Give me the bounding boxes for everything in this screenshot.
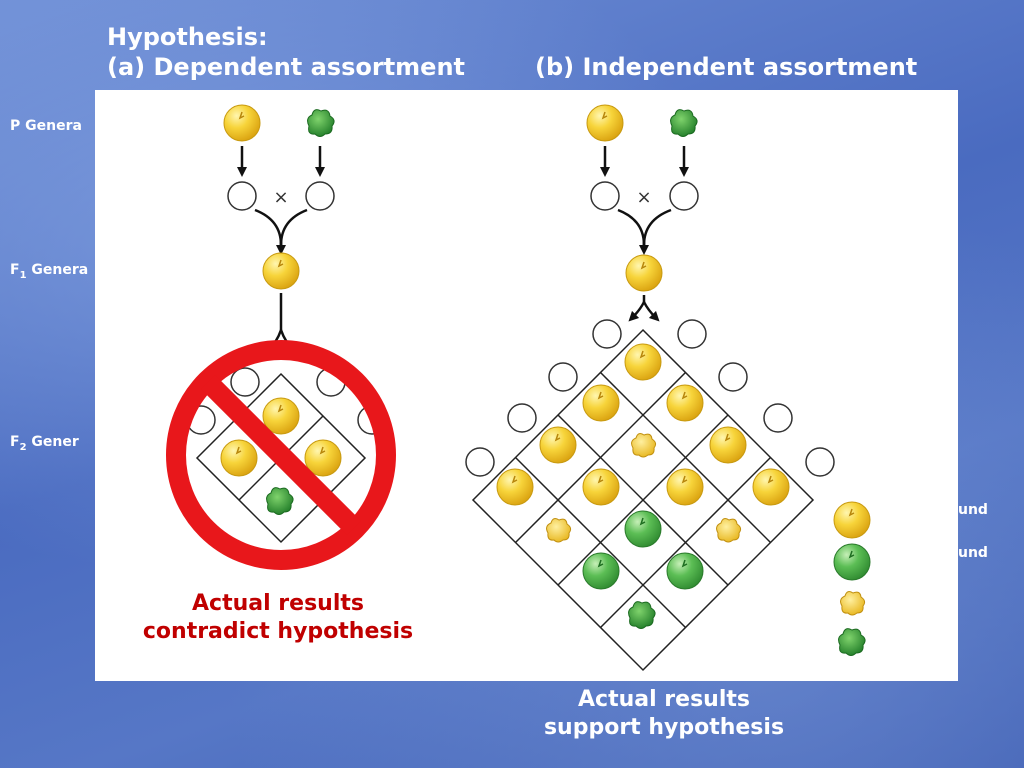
- yellow-wrinkled-pea-icon: [546, 518, 572, 543]
- yellow-round-pea-icon: [625, 254, 663, 292]
- p-generation-label: P Genera: [10, 118, 82, 134]
- yellow-round-pea-icon: [582, 468, 620, 506]
- p-gamete-left: [590, 181, 620, 211]
- punnett-square-4x4: [471, 328, 815, 672]
- p-gamete-right: [305, 181, 335, 211]
- green-wrinkled-pea-icon: [307, 109, 335, 137]
- caption-line: support hypothesis: [543, 715, 785, 740]
- yellow-round-pea-icon: [262, 252, 300, 290]
- f1-gamete-circle: [718, 362, 748, 392]
- p-gamete-left: [227, 181, 257, 211]
- f1-gamete-circle: [507, 403, 537, 433]
- green-round-pea-icon: [582, 552, 620, 590]
- right-label-fragment-1: und: [958, 502, 988, 518]
- f1-gamete-circle: [548, 362, 578, 392]
- yellow-round-pea-icon: [752, 468, 790, 506]
- yellow-round-pea-icon: [666, 384, 704, 422]
- independent-assortment-heading: (b) Independent assortment: [535, 53, 918, 81]
- f1-gamete-circle: [592, 319, 622, 349]
- f1-gamete-circle: [805, 447, 835, 477]
- green-round-pea-icon: [624, 510, 662, 548]
- green-wrinkled-pea-icon: [670, 109, 698, 137]
- caption-line: Actual results: [578, 687, 750, 712]
- yellow-wrinkled-pea-icon: [840, 591, 866, 616]
- dependent-assortment-diagram: ×: [166, 104, 396, 570]
- green-round-pea-icon: [666, 552, 704, 590]
- yellow-wrinkled-pea-icon: [716, 518, 742, 543]
- yellow-round-pea-icon: [624, 343, 662, 381]
- slide-title: Hypothesis: (a) Dependent assortment: [107, 22, 465, 82]
- diagram-panel: ×: [95, 90, 958, 681]
- green-wrinkled-pea-icon: [838, 628, 866, 656]
- cross-symbol: ×: [636, 187, 651, 208]
- yellow-round-pea-icon: [220, 439, 258, 477]
- yellow-round-pea-icon: [666, 468, 704, 506]
- prohibition-sign-icon: [166, 340, 396, 570]
- cross-symbol: ×: [273, 187, 288, 208]
- p-gamete-right: [669, 181, 699, 211]
- caption-line: Actual results: [192, 591, 364, 616]
- yellow-round-pea-icon: [586, 104, 624, 142]
- green-wrinkled-pea-icon: [628, 601, 656, 629]
- yellow-round-pea-icon: [304, 439, 342, 477]
- green-wrinkled-pea-icon: [266, 487, 294, 515]
- independent-assortment-diagram: ×: [465, 104, 871, 672]
- f1-gamete-circle: [465, 447, 495, 477]
- green-round-pea-icon: [833, 543, 871, 581]
- f1-gametes: [465, 319, 835, 477]
- yellow-round-pea-icon: [582, 384, 620, 422]
- f2-generation-label: F2 Gener: [10, 434, 79, 453]
- independent-result-caption: Actual results support hypothesis: [514, 686, 814, 742]
- hypothesis-heading: Hypothesis:: [107, 23, 268, 51]
- right-label-fragment-2: und: [958, 545, 988, 561]
- yellow-wrinkled-pea-icon: [631, 433, 657, 458]
- f1-gamete-circle: [763, 403, 793, 433]
- yellow-round-pea-icon: [833, 501, 871, 539]
- dependent-result-caption: Actual results contradict hypothesis: [118, 590, 438, 646]
- yellow-round-pea-icon: [262, 397, 300, 435]
- dependent-assortment-heading: (a) Dependent assortment: [107, 53, 466, 81]
- f1-generation-label: F1 Genera: [10, 262, 89, 281]
- yellow-round-pea-icon: [539, 426, 577, 464]
- f1-gamete-circle: [230, 367, 260, 397]
- yellow-round-pea-icon: [496, 468, 534, 506]
- cross-diagram: ×: [166, 104, 871, 672]
- yellow-round-pea-icon: [223, 104, 261, 142]
- caption-line: contradict hypothesis: [142, 619, 414, 644]
- punnett-offspring: [496, 343, 790, 629]
- f1-gamete-circle: [677, 319, 707, 349]
- yellow-round-pea-icon: [709, 426, 747, 464]
- phenotype-legend: [833, 501, 871, 656]
